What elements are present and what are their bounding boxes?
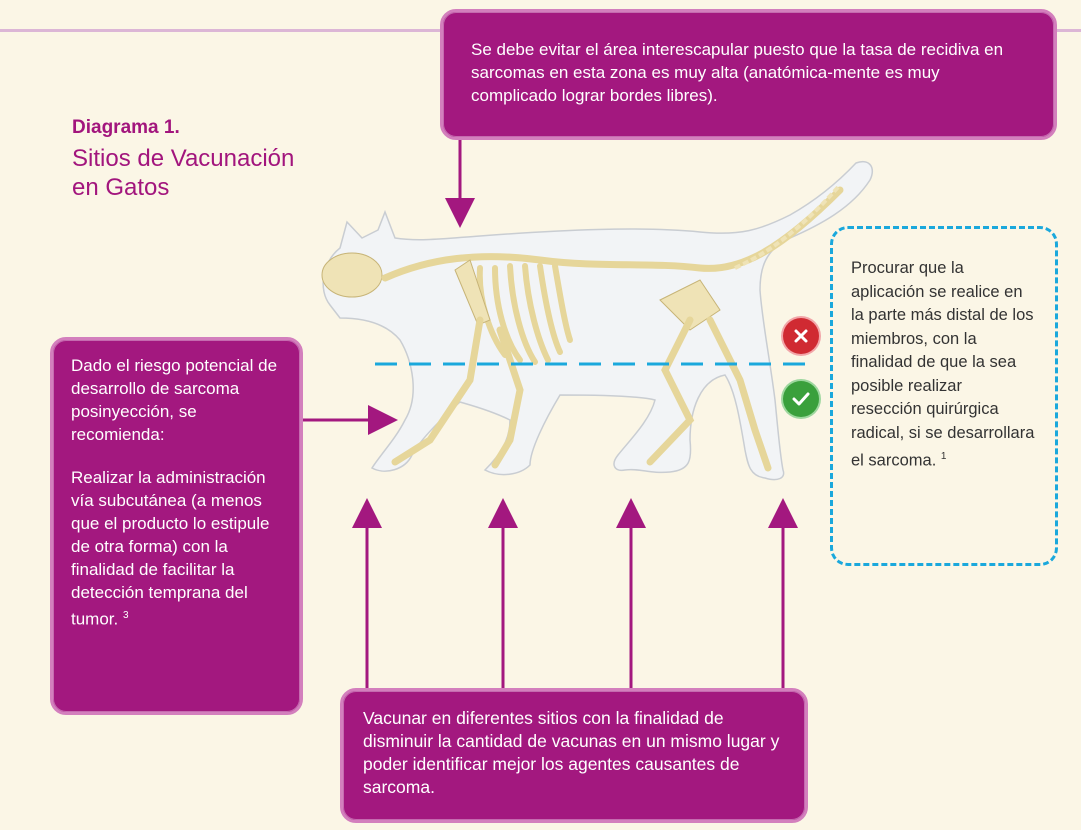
recommendation-box: Dado el riesgo potencial de desarrollo d…: [50, 337, 303, 715]
different-sites-text: Vacunar en diferentes sitios con la fina…: [363, 708, 779, 797]
distal-application-box: Procurar que la aplicación se realice en…: [830, 226, 1058, 566]
distal-application-text: Procurar que la aplicación se realice en…: [851, 259, 1034, 470]
recommendation-subcutaneous: Realizar la administración vía subcutáne…: [71, 466, 284, 631]
x-icon: [783, 318, 819, 354]
reference-1: 1: [941, 451, 947, 462]
reference-3: 3: [123, 610, 129, 621]
different-sites-box: Vacunar en diferentes sitios con la fina…: [340, 688, 808, 823]
cat-skull: [322, 253, 382, 297]
interscapular-warning-text: Se debe evitar el área interescapular pu…: [471, 40, 1003, 105]
check-icon: [783, 381, 819, 417]
recommendation-intro: Dado el riesgo potencial de desarrollo d…: [71, 354, 284, 446]
interscapular-warning-box: Se debe evitar el área interescapular pu…: [440, 9, 1057, 140]
